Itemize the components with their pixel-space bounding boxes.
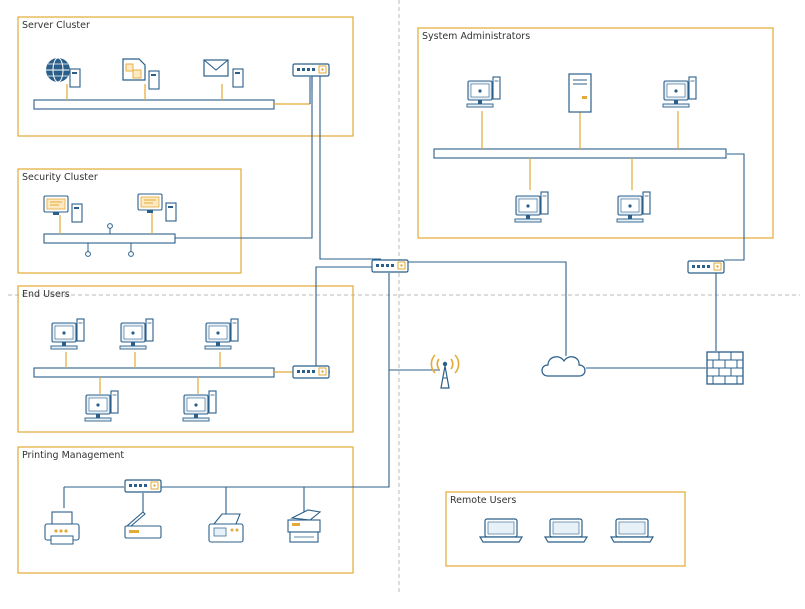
- group-frame-remote-users: [445, 491, 686, 567]
- security-port-icon: [107, 223, 113, 229]
- group-frame-server-cluster: [17, 16, 354, 137]
- sysadmin-switch-icon[interactable]: [687, 260, 725, 274]
- core-switch-icon[interactable]: [371, 259, 409, 273]
- admin-pc-icon[interactable]: [466, 76, 501, 108]
- end-user-pc-icon[interactable]: [84, 390, 119, 422]
- group-frame-end-users: [17, 285, 354, 433]
- remote-laptop-icon[interactable]: [544, 518, 588, 543]
- end-user-pc-icon[interactable]: [204, 318, 239, 350]
- remote-users-label: Remote Users: [450, 495, 517, 506]
- security-cluster: [43, 193, 177, 257]
- admin-pc-icon[interactable]: [616, 191, 651, 223]
- server-cluster: [33, 57, 330, 110]
- end-user-pc-icon[interactable]: [119, 318, 154, 350]
- server-cluster-label: Server Cluster: [22, 20, 90, 31]
- security-cluster-label: Security Cluster: [22, 172, 98, 183]
- admin-pc-icon[interactable]: [662, 76, 697, 108]
- security-port-icon: [128, 251, 134, 257]
- printing-management: [44, 479, 321, 545]
- end-users: [33, 318, 330, 422]
- system-administrators: [433, 73, 727, 274]
- sysadmin-bus: [433, 148, 727, 159]
- server-cluster-switch-icon[interactable]: [292, 63, 330, 77]
- group-frame-security-cluster: [17, 168, 242, 274]
- scanner-icon[interactable]: [124, 511, 162, 539]
- group-frame-system-administrators: [417, 27, 774, 239]
- remote-laptop-icon[interactable]: [479, 518, 523, 543]
- end-users-switch-icon[interactable]: [292, 365, 330, 379]
- security-appliance-icon[interactable]: [43, 195, 83, 223]
- firewall-icon[interactable]: [706, 351, 744, 385]
- quadrant-dividers: [8, 0, 800, 595]
- security-port-icon: [85, 251, 91, 257]
- end-user-pc-icon[interactable]: [182, 390, 217, 422]
- server-cluster-bus: [33, 99, 275, 110]
- admin-server-tower-icon[interactable]: [568, 73, 592, 113]
- internet-cloud-icon[interactable]: [541, 356, 586, 377]
- end-users-label: End Users: [22, 289, 70, 300]
- backbone-links: [160, 76, 745, 488]
- wireless-antenna-icon[interactable]: [430, 354, 460, 389]
- printing-management-label: Printing Management: [22, 450, 125, 461]
- system-administrators-label: System Administrators: [422, 31, 531, 42]
- end-users-bus: [33, 367, 275, 378]
- security-appliance-icon[interactable]: [137, 193, 177, 222]
- web-server-icon[interactable]: [46, 57, 81, 88]
- printing-switch-icon[interactable]: [124, 479, 162, 493]
- end-user-pc-icon[interactable]: [50, 318, 85, 350]
- printer-icon[interactable]: [44, 511, 80, 545]
- remote-users: [479, 518, 654, 543]
- multifunction-printer-icon[interactable]: [287, 509, 321, 543]
- admin-pc-icon[interactable]: [514, 191, 549, 223]
- fax-machine-icon[interactable]: [208, 513, 244, 543]
- group-frame-printing-management: [17, 446, 354, 574]
- security-cluster-bus: [43, 233, 176, 244]
- file-server-icon[interactable]: [122, 58, 160, 90]
- mail-server-icon[interactable]: [203, 59, 244, 88]
- remote-laptop-icon[interactable]: [610, 518, 654, 543]
